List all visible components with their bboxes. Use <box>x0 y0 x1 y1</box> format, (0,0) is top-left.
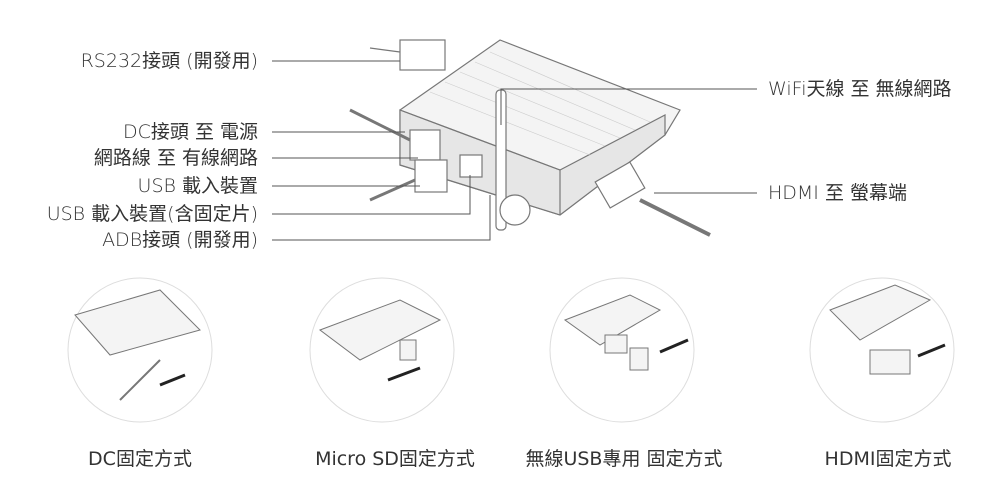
arrow-icons <box>159 338 946 387</box>
label-network: 網路線 至 有線網路 <box>93 147 258 169</box>
label-usb: USB 載入裝置 <box>137 175 258 197</box>
caption-microsd: Micro SD固定方式 <box>315 448 475 470</box>
caption-usb: 無線USB專用 固定方式 <box>525 448 723 470</box>
label-rs232: RS232接頭 (開發用) <box>80 50 258 72</box>
label-usb-bracket: USB 載入裝置(含固定片) <box>46 203 258 225</box>
caption-hdmi: HDMI固定方式 <box>824 448 952 470</box>
detail-circle-microsd <box>309 277 455 423</box>
detail-circles <box>67 277 955 423</box>
label-hdmi: HDMI 至 螢幕端 <box>768 182 907 204</box>
leader-lines <box>272 60 757 241</box>
label-wifi: WiFi天線 至 無線網路 <box>768 78 952 100</box>
caption-dc: DC固定方式 <box>88 448 192 470</box>
label-adb: ADB接頭 (開發用) <box>102 229 258 251</box>
media-player-device <box>349 39 711 237</box>
label-dc: DC接頭 至 電源 <box>123 121 258 143</box>
